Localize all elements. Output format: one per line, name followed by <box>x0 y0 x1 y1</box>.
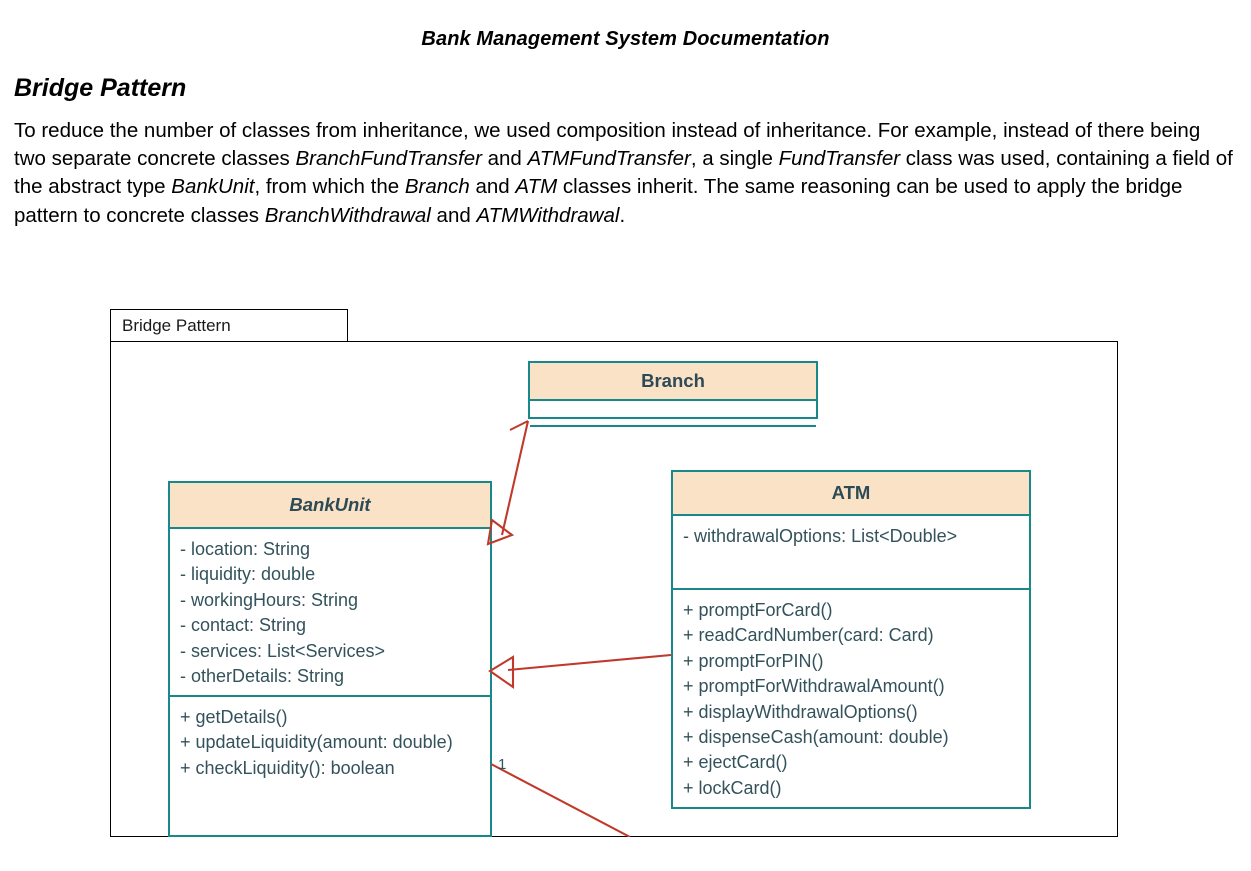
operation-item: + checkLiquidity(): boolean <box>180 757 395 778</box>
multiplicity-label: 1 <box>498 756 507 773</box>
uml-class-branch[interactable]: Branch <box>528 361 818 427</box>
class-name-bankunit: BankUnit <box>170 483 490 529</box>
uml-class-atm[interactable]: ATM - withdrawalOptions: List<Double> + … <box>671 470 1031 809</box>
class-name-atm: ATM <box>673 472 1029 516</box>
attribute-item: - contact: String <box>180 615 307 636</box>
attribute-item: - workingHours: String <box>180 589 359 610</box>
uml-diagram-frame: Bridge Pattern Branch BankUnit - locatio… <box>110 309 1118 837</box>
body-paragraph: To reduce the number of classes from inh… <box>14 119 1233 227</box>
section-heading: Bridge Pattern <box>14 74 187 102</box>
operation-item: + readCardNumber(card: Card) <box>683 625 934 646</box>
attribute-item: - otherDetails: String <box>180 666 345 687</box>
class-attributes-branch <box>530 401 816 427</box>
operation-item: + displayWithdrawalOptions() <box>683 701 918 722</box>
operation-item: + getDetails() <box>180 707 288 727</box>
operation-item: + ejectCard() <box>683 752 788 773</box>
operation-item: + promptForWithdrawalAmount() <box>683 676 945 697</box>
operation-item: + dispenseCash(amount: double) <box>683 727 949 748</box>
frame-label-text: Bridge Pattern <box>122 315 231 335</box>
uml-class-bankunit[interactable]: BankUnit - location: String - liquidity:… <box>168 481 492 837</box>
class-operations-bankunit: + getDetails() + updateLiquidity(amount:… <box>170 697 490 871</box>
class-attributes-atm: - withdrawalOptions: List<Double> <box>673 516 1029 590</box>
class-operations-branch <box>530 427 816 451</box>
attribute-item: - services: List<Services> <box>180 640 386 661</box>
operation-item: + lockCard() <box>683 777 782 798</box>
frame-label-tab: Bridge Pattern <box>110 309 348 342</box>
operation-item: + promptForCard() <box>683 600 833 620</box>
attribute-item: - withdrawalOptions: List<Double> <box>683 526 958 546</box>
operation-item: + promptForPIN() <box>683 650 824 671</box>
attribute-item: - location: String <box>180 539 311 559</box>
operation-item: + updateLiquidity(amount: double) <box>180 732 453 753</box>
attribute-item: - liquidity: double <box>180 564 316 585</box>
class-operations-atm: + promptForCard() + readCardNumber(card:… <box>673 590 1029 843</box>
document-title: Bank Management System Documentation <box>421 28 830 50</box>
class-name-branch: Branch <box>530 363 816 401</box>
class-attributes-bankunit: - location: String - liquidity: double -… <box>170 529 490 697</box>
